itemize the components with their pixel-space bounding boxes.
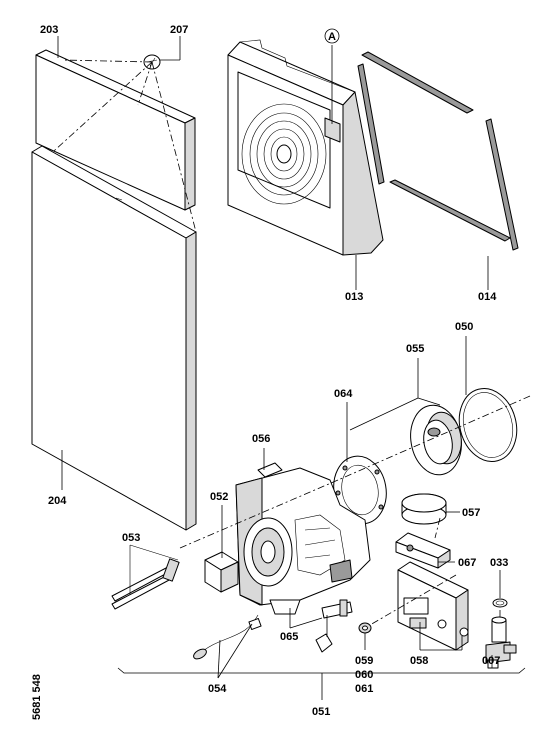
part-050-ring-gasket (458, 388, 518, 462)
label-053: 053 (122, 532, 140, 544)
label-064: 064 (334, 388, 353, 400)
callout-circle-a (324, 28, 340, 44)
part-054-cable (193, 614, 262, 679)
label-059: 059 (355, 655, 373, 667)
label-054: 054 (208, 683, 227, 695)
part-052-ignition-unit (204, 505, 239, 593)
label-058: 058 (410, 655, 428, 667)
label-060: 060 (355, 669, 373, 681)
label-055: 055 (406, 343, 424, 355)
part-203-top-panel (35, 49, 196, 211)
part-204-front-panel (31, 145, 197, 531)
label-065: 065 (280, 631, 298, 643)
label-050: 050 (455, 321, 473, 333)
label-051: 051 (312, 706, 330, 718)
part-053-electrode (111, 544, 180, 610)
part-014-seal-strips (357, 51, 519, 251)
part-057-disc (401, 493, 447, 525)
part-055-burner-flange (410, 404, 462, 476)
label-052: 052 (210, 491, 228, 503)
label-061: 061 (355, 683, 373, 695)
part-013-fan-housing (227, 39, 384, 256)
part-067-block (395, 532, 451, 569)
label-056: 056 (252, 433, 270, 445)
part-058-gas-valve (397, 561, 469, 651)
label-067: 067 (458, 557, 476, 569)
bracket-051 (117, 667, 526, 700)
label-203: 203 (40, 24, 58, 36)
part-065-fitting (315, 599, 353, 653)
label-014: 014 (478, 291, 497, 303)
part-059-nut (358, 622, 372, 634)
label-057: 057 (462, 507, 480, 519)
part-033-o-ring (492, 598, 508, 608)
part-056-blower-body (235, 462, 371, 615)
label-204: 204 (48, 495, 67, 507)
label-a: A (328, 31, 336, 43)
label-207: 207 (170, 24, 188, 36)
label-013: 013 (345, 291, 363, 303)
drawing-number: 5681 548 (31, 674, 43, 720)
label-033: 033 (490, 557, 508, 569)
label-007: 007 (482, 655, 500, 667)
